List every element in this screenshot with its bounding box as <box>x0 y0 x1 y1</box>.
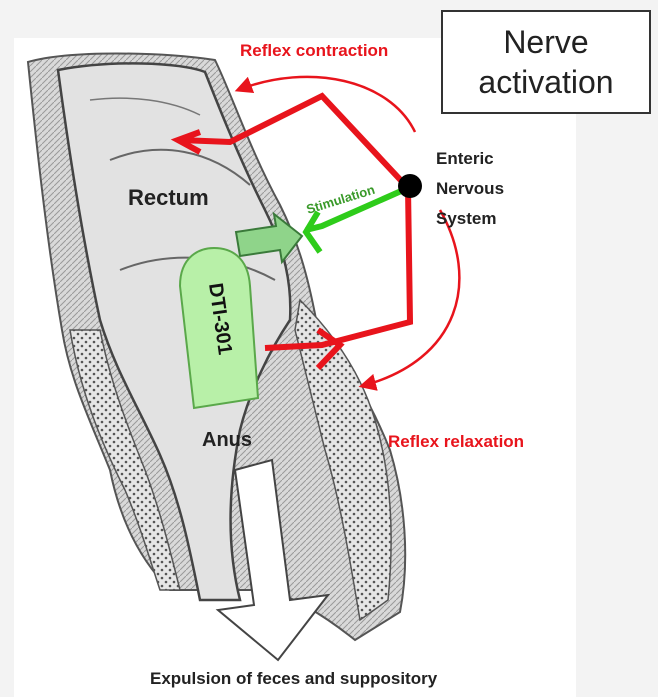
reflex-relaxation-label: Reflex relaxation <box>388 432 524 451</box>
ens-label-line-2: Nervous <box>436 179 504 198</box>
title-text: Nerve activation <box>478 22 613 102</box>
rectum-label: Rectum <box>128 185 209 210</box>
enteric-node <box>398 174 422 198</box>
stimulation-label: Stimulation <box>304 182 376 217</box>
title-box: Nerve activation <box>441 10 651 114</box>
anus-label: Anus <box>202 429 252 451</box>
stimulation-terminal <box>306 212 320 252</box>
ens-label-line-3: System <box>436 209 496 228</box>
expulsion-label: Expulsion of feces and suppository <box>150 669 438 688</box>
ens-label-line-1: Enteric <box>436 149 494 168</box>
reflex-contraction-label: Reflex contraction <box>240 41 388 60</box>
